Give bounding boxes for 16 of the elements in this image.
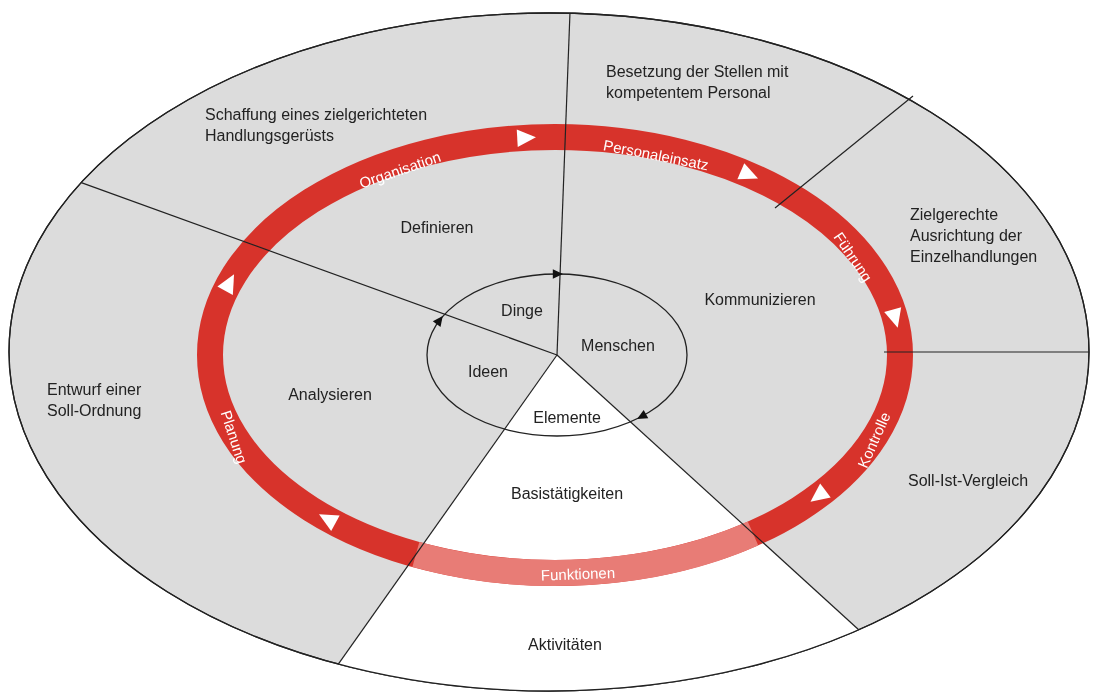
sector-label: Kommunizieren [704, 289, 816, 310]
sector-label: Basistätigkeiten [510, 483, 624, 504]
sector-label: Entwurf einer Soll-Ordnung [47, 380, 143, 421]
sector-label: Zielgerechte Ausrichtung der Einzelhandlungen [910, 205, 1039, 267]
ring-label: Planung [216, 407, 252, 467]
sector-label: Besetzung der Stellen mit kompetentem Personal [606, 62, 790, 103]
element-label: Elemente [533, 407, 601, 428]
sector-label: Schaffung eines zielgerichteten Handlungsgerüsts [205, 105, 429, 146]
ring-label: Funktionen [540, 562, 616, 586]
element-label: Dinge [501, 300, 543, 321]
sector-label: Analysieren [288, 384, 372, 405]
sector-label: Soll-Ist-Vergleich [908, 470, 1028, 491]
element-label: Ideen [468, 361, 508, 382]
sector-label: Aktivitäten [528, 634, 602, 655]
sector-label: Definieren [400, 217, 474, 238]
element-label: Menschen [581, 335, 655, 356]
